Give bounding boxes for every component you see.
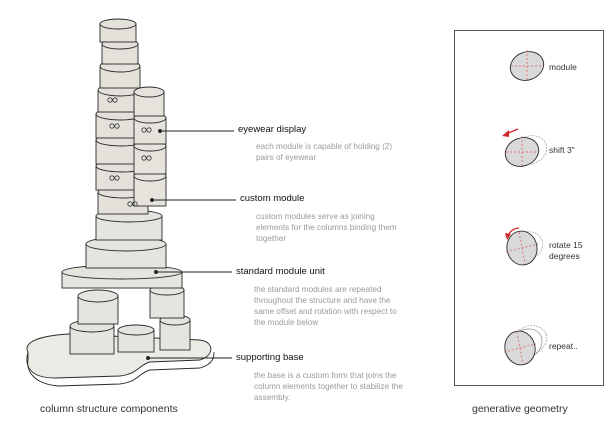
callout-title-eyewear: eyewear display: [238, 124, 307, 135]
callout-title-base: supporting base: [236, 352, 304, 363]
desc-line: together: [256, 234, 287, 243]
right-column: [133, 86, 167, 207]
step-label-shift: shift 3": [549, 145, 575, 155]
repeat-icon: [503, 325, 548, 366]
callout-title-custom: custom module: [240, 193, 305, 204]
desc-line: elements for the columns binding them: [256, 223, 397, 232]
module-icon: [509, 50, 545, 82]
rotate-icon: [505, 227, 544, 266]
desc-line: assembly.: [254, 393, 291, 402]
step-label-rotate: rotate 15 degrees: [549, 240, 583, 262]
left-caption: column structure components: [40, 403, 178, 415]
desc-line: throughout the structure and have the: [254, 296, 391, 305]
callout-desc-base: the base is a custom form that joins the…: [254, 370, 403, 403]
desc-line: each module is capable of holding (2): [256, 142, 393, 151]
desc-line: same offset and rotation with respect to: [254, 307, 397, 316]
step-label-repeat: repeat..: [549, 341, 578, 351]
standard-module-stack: [61, 209, 191, 355]
shift-icon: [502, 128, 548, 168]
desc-line: pairs of eyewear: [256, 153, 317, 162]
generative-geometry-panel: [454, 30, 604, 386]
callout-desc-custom: custom modules serve as joining elements…: [256, 211, 397, 244]
right-caption: generative geometry: [472, 403, 568, 415]
step-label-line: rotate 15: [549, 240, 583, 250]
step-label-module: module: [549, 62, 577, 72]
desc-line: the module below: [254, 318, 319, 327]
callout-desc-standard: the standard modules are repeated throug…: [254, 284, 397, 328]
callout-lines: [146, 129, 236, 360]
callout-desc-eyewear: each module is capable of holding (2) pa…: [256, 141, 392, 163]
desc-line: the standard modules are repeated: [254, 285, 382, 294]
desc-line: the base is a custom form that joins the: [254, 371, 397, 380]
callout-title-standard: standard module unit: [236, 266, 325, 277]
desc-line: column elements together to stabilize th…: [254, 382, 403, 391]
step-label-line: degrees: [549, 251, 580, 261]
desc-line: custom modules serve as joining: [256, 212, 375, 221]
eyewear-marks: [107, 97, 152, 207]
